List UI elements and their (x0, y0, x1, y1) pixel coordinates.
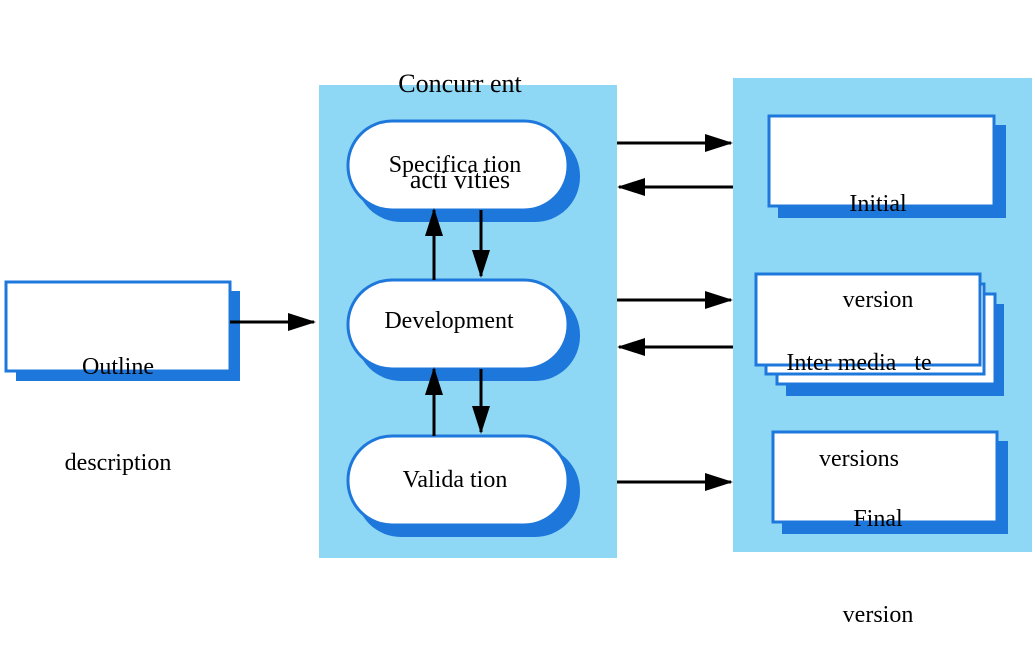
final-line-1: Final (853, 506, 903, 532)
final-version-label: Final version (773, 439, 983, 663)
title-line-1: Concurr ent (398, 69, 522, 98)
validation-label: Valida tion (402, 467, 508, 493)
initial-version-label: Initial version (769, 124, 987, 348)
specification-pill (346, 119, 580, 222)
outline-line-1: Outline (82, 354, 154, 380)
development-pill (346, 278, 580, 381)
validation-pill (346, 434, 580, 537)
intermediate-line-1: Inter media te (786, 350, 932, 376)
outline-description-label: Outline description (6, 287, 230, 511)
process-diagram (4, 114, 1008, 537)
initial-line-2: version (842, 287, 914, 313)
specification-label: Specifica tion (388, 152, 522, 178)
outline-description-box (4, 280, 240, 381)
intermediate-versions-stack (754, 272, 1004, 396)
final-line-2: version (842, 602, 914, 628)
development-label: Development (384, 308, 514, 334)
final-version-box (771, 430, 1008, 534)
intermediate-line-2: versions (819, 446, 899, 472)
initial-version-box (767, 114, 1006, 218)
initial-line-1: Initial (849, 191, 907, 217)
title-line-2: acti vities (409, 165, 511, 194)
outline-line-2: description (64, 450, 172, 476)
intermediate-versions-label: Inter media te versions (756, 283, 962, 507)
concurrent-activities-title: Concurr ent acti vities (360, 4, 560, 228)
